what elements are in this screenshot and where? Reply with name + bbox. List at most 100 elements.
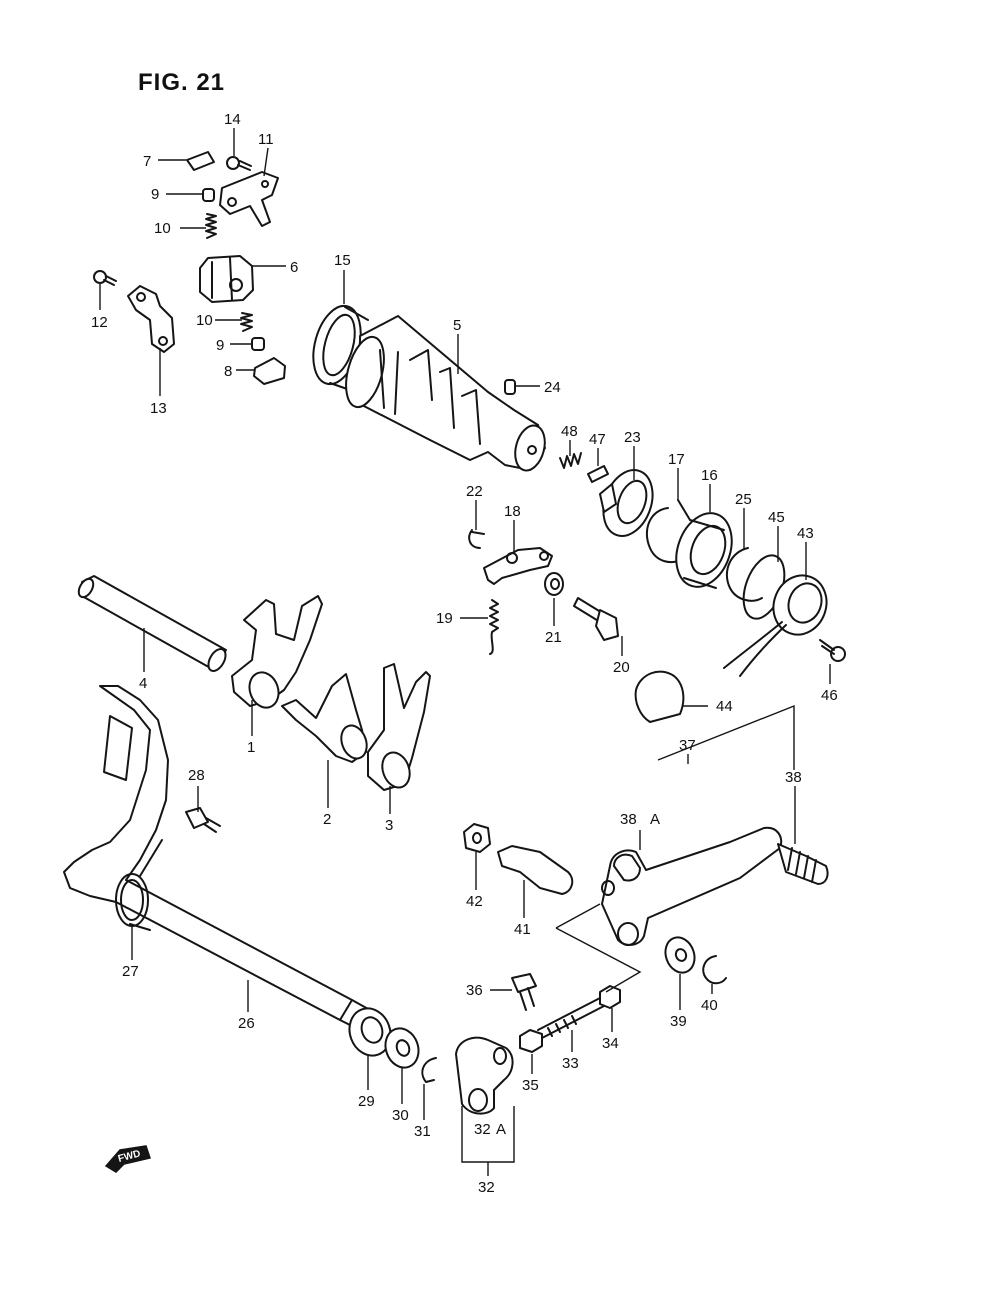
callout-28: 28: [188, 767, 205, 784]
callout-33: 33: [562, 1055, 579, 1072]
callout-2: 2: [323, 811, 331, 828]
callout-29: 29: [358, 1093, 375, 1110]
fwd-badge: FWD: [104, 1145, 151, 1173]
part-23-cam-guide: [599, 469, 654, 537]
callout-17: 17: [668, 451, 685, 468]
callout-40: 40: [701, 997, 718, 1014]
part-19-spring: [489, 599, 499, 655]
part-21-washer: [544, 572, 564, 596]
part-34-nut: [599, 985, 621, 1009]
callout-26: 26: [238, 1015, 255, 1032]
part-32-gearshift-arm: [455, 1036, 514, 1115]
callout-38a: 38: [620, 811, 637, 828]
callout-10-lower: 10: [196, 312, 213, 329]
callout-25: 25: [735, 491, 752, 508]
callout-36: 36: [466, 982, 483, 999]
callout-32: 32: [478, 1179, 495, 1196]
callout-21: 21: [545, 629, 562, 646]
part-20-bolt: [573, 597, 619, 641]
part-43-gear-position-switch: [723, 574, 828, 677]
part-6-shift-cam: [199, 255, 254, 303]
part-16-bearing: [675, 512, 733, 589]
callout-35: 35: [522, 1077, 539, 1094]
part-17-circlip: [645, 499, 691, 564]
callout-9-lower: 9: [216, 337, 224, 354]
part-11-bracket-plate: [219, 171, 279, 227]
callout-12: 12: [91, 314, 108, 331]
callout-37: 37: [679, 737, 696, 754]
part-1-shift-fork: [231, 595, 323, 709]
part-39-washer: [664, 936, 696, 974]
callout-27: 27: [122, 963, 139, 980]
part-7-stopper-plate: [186, 151, 215, 171]
part-18-shift-pawl-arm: [483, 547, 553, 585]
callout-41: 41: [514, 921, 531, 938]
part-22-clip: [468, 529, 485, 549]
callout-6: 6: [290, 259, 298, 276]
callout-34: 34: [602, 1035, 619, 1052]
part-24-pin: [504, 379, 516, 395]
callout-8: 8: [224, 363, 232, 380]
part-13-stopper-arm: [127, 285, 175, 353]
part-5-shift-drum: [345, 315, 546, 472]
callout-a-arm: A: [496, 1121, 506, 1138]
callout-14: 14: [224, 111, 241, 128]
figure-title: FIG. 21: [138, 69, 225, 96]
callout-30: 30: [392, 1107, 409, 1124]
part-42-nut: [463, 823, 491, 853]
callout-13: 13: [150, 400, 167, 417]
part-44-cover-cap: [634, 670, 685, 723]
part-47-pin: [587, 465, 609, 483]
part-14-screw: [226, 156, 252, 171]
part-33-tie-rod: [537, 997, 605, 1039]
part-36-bolt: [511, 973, 537, 1011]
callout-11: 11: [258, 131, 274, 148]
part-25-circlip: [725, 547, 763, 602]
callout-45: 45: [768, 509, 785, 526]
callout-38-pedal: 38: [785, 769, 802, 786]
callout-20: 20: [613, 659, 630, 676]
part-12-screw: [93, 270, 117, 286]
part-38-gearshift-pedal: [601, 826, 829, 946]
part-4-shift-fork-shaft: [77, 575, 227, 672]
part-46-screw: [819, 639, 846, 662]
callout-46: 46: [821, 687, 838, 704]
part-31-circlip: [421, 1057, 437, 1083]
part-30-washer: [384, 1027, 420, 1069]
callout-a-pedal: A: [650, 811, 660, 828]
callout-3: 3: [385, 817, 393, 834]
callout-32a: 32: [474, 1121, 491, 1138]
callout-22: 22: [466, 483, 483, 500]
part-10-spring-upper: [205, 213, 217, 239]
leader-lines: [99, 128, 831, 1176]
callout-23: 23: [624, 429, 641, 446]
part-40-circlip: [702, 955, 727, 985]
callout-15: 15: [334, 252, 351, 269]
callout-16: 16: [701, 467, 718, 484]
part-28-bolt: [185, 807, 221, 833]
part-9-pin-lower: [251, 337, 265, 351]
callout-48: 48: [561, 423, 578, 440]
part-10-spring-lower: [240, 312, 253, 332]
callout-9-upper: 9: [151, 186, 159, 203]
callout-24: 24: [544, 379, 561, 396]
callout-47: 47: [589, 431, 606, 448]
callout-labels: 7 14 11 9 10 6 12 13 10 9 8 15 5 24 48 4…: [91, 111, 838, 1196]
callout-4: 4: [139, 675, 147, 692]
forward-arrow-icon: [104, 1145, 151, 1173]
callout-7: 7: [143, 153, 151, 170]
callout-19: 19: [436, 610, 453, 627]
part-3-shift-fork: [367, 663, 431, 791]
part-2-shift-fork: [281, 673, 368, 763]
part-8-stopper-plate: [253, 357, 286, 385]
callout-44: 44: [716, 698, 733, 715]
callout-39: 39: [670, 1013, 687, 1030]
part-29-oil-seal: [348, 1007, 392, 1057]
part-41-pivot-bolt: [497, 845, 574, 895]
callout-5: 5: [453, 317, 461, 334]
part-48-spring: [559, 452, 582, 469]
part-9-pin-upper: [202, 188, 215, 202]
callout-31: 31: [414, 1123, 431, 1140]
callout-10-upper: 10: [154, 220, 171, 237]
